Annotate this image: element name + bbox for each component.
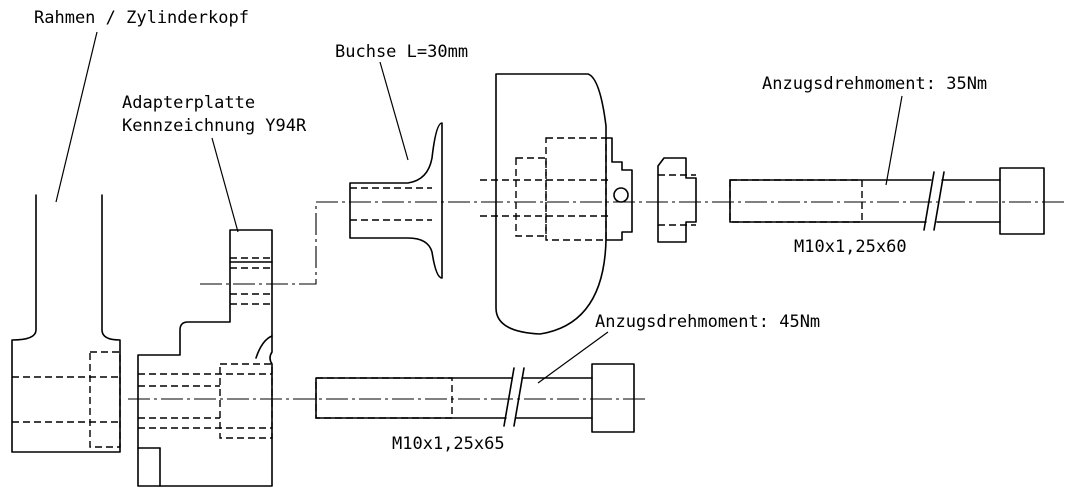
- adapter-plate: [137, 229, 273, 487]
- label-bolt-lower: M10x1,25x65: [392, 434, 505, 454]
- bolt-upper: [729, 167, 1045, 235]
- center-lines: [128, 201, 1064, 400]
- frame-cylinder-head: [11, 194, 121, 453]
- mount-block: [480, 73, 633, 335]
- leader-lines: [55, 31, 903, 384]
- label-adapter-marking: Kennzeichnung Y94R: [122, 116, 307, 136]
- label-torque-lower: Anzugsdrehmoment: 45Nm: [595, 312, 820, 332]
- label-adapter-plate: Adapterplatte: [122, 93, 255, 113]
- label-torque-upper: Anzugsdrehmoment: 35Nm: [762, 74, 987, 94]
- label-bolt-upper: M10x1,25x60: [794, 237, 907, 257]
- label-bushing: Buchse L=30mm: [335, 42, 468, 62]
- washer: [657, 157, 697, 243]
- bushing: [349, 122, 443, 279]
- label-frame-cylinder-head: Rahmen / Zylinderkopf: [34, 8, 249, 28]
- bolt-lower: [315, 363, 635, 433]
